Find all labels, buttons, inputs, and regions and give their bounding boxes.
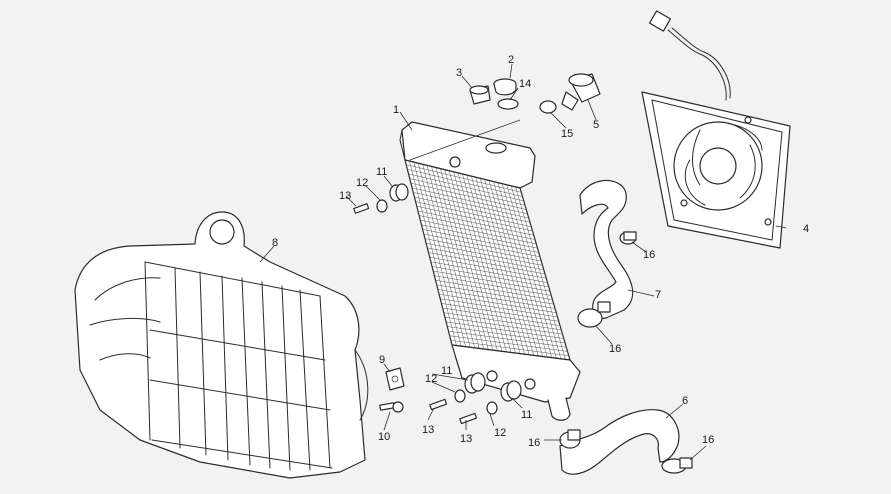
washer (376, 199, 388, 213)
fin-line (419, 215, 536, 240)
hose-clamp (619, 231, 637, 245)
fin-line (413, 192, 529, 219)
callout-5: 5 (593, 119, 599, 131)
fin-line (414, 196, 531, 223)
callout-2: 2 (508, 54, 514, 66)
fin-line (407, 169, 523, 197)
fin-line (449, 335, 568, 352)
fin-line (423, 233, 541, 258)
fin-line (422, 229, 539, 253)
fin-line (446, 321, 564, 339)
hose-clamp (661, 457, 693, 474)
callout-12-bottom-right: 12 (494, 427, 506, 439)
fin-line (447, 326, 566, 344)
shroud-screw (379, 401, 404, 413)
fin-line (420, 219, 537, 245)
thermoswitch (561, 73, 601, 111)
callout-11-bottom-left: 11 (441, 365, 452, 377)
fin-line (428, 252, 546, 275)
fin-line (437, 289, 556, 309)
callout-12-top: 12 (356, 177, 368, 189)
callout-16-middle: 16 (609, 343, 621, 355)
fin-line (426, 243, 543, 266)
callout-4: 4 (803, 223, 809, 235)
fin-line (436, 284, 554, 305)
radiator-shroud (74, 211, 369, 479)
callout-9: 9 (379, 354, 385, 366)
hose-clamp (559, 429, 581, 449)
fin-line (409, 178, 526, 206)
lower-hose (559, 409, 680, 475)
callout-13-bottom-right: 13 (460, 433, 472, 445)
fin-line (442, 307, 561, 326)
radiator-fins (406, 161, 569, 360)
callout-3: 3 (456, 67, 462, 79)
fin-line (433, 270, 551, 292)
callout-8: 8 (272, 237, 278, 249)
fin-line (441, 303, 559, 322)
fin-line (415, 201, 532, 227)
mounting-screw (429, 398, 448, 411)
fin-line (406, 164, 522, 193)
callout-16-lower-right: 16 (702, 434, 714, 446)
callout-16-lower-left: 16 (528, 437, 540, 449)
callout-14: 14 (519, 78, 531, 90)
clip-nut (385, 367, 405, 391)
washer (454, 389, 466, 403)
fin-line (430, 261, 548, 283)
fin-line (429, 256, 547, 279)
fin-line (439, 293, 557, 313)
mounting-screw (459, 412, 478, 425)
fin-line (450, 340, 569, 356)
fin-line (421, 224, 538, 249)
shroud-louvers (144, 261, 333, 471)
cooling-fan (641, 10, 791, 249)
callout-13-top: 13 (339, 190, 351, 202)
fin-line (448, 330, 567, 348)
callout-1: 1 (393, 104, 399, 116)
sealing-washer (539, 100, 557, 114)
callout-16-upper: 16 (643, 249, 655, 261)
fin-line (424, 238, 542, 262)
grommet (500, 380, 522, 402)
upper-hose (579, 179, 634, 319)
plug-washer (497, 98, 519, 110)
fin-line (427, 247, 544, 270)
callout-13-bottom-left: 13 (422, 424, 434, 436)
mounting-screw (353, 203, 370, 214)
fin-line (408, 173, 524, 202)
fin-line (410, 182, 527, 210)
fin-line (434, 275, 552, 296)
fin-line (435, 280, 553, 301)
fin-line (417, 210, 534, 236)
callout-labels: 1 2 3 4 5 6 7 8 9 10 11 11 11 12 12 12 1… (272, 54, 809, 449)
radiator-cap (469, 85, 491, 105)
fin-line (416, 206, 533, 232)
callout-15: 15 (561, 128, 573, 140)
fin-line (443, 312, 562, 331)
radiator-core (399, 121, 581, 421)
leader-lines (259, 63, 787, 461)
callout-11-bottom-right: 11 (521, 409, 532, 421)
grommet (389, 183, 409, 202)
callout-6: 6 (682, 395, 688, 407)
hose-clamp (577, 301, 611, 328)
grommet (464, 372, 486, 394)
fin-line (440, 298, 558, 318)
callout-11-top: 11 (376, 166, 387, 178)
fin-line (431, 266, 549, 288)
callout-12-bottom-left: 12 (425, 373, 437, 385)
callout-10: 10 (378, 431, 390, 443)
fin-line (411, 187, 528, 215)
callout-7: 7 (655, 289, 661, 301)
drain-plug (493, 78, 517, 96)
washer (486, 401, 498, 415)
fin-line (444, 317, 563, 335)
